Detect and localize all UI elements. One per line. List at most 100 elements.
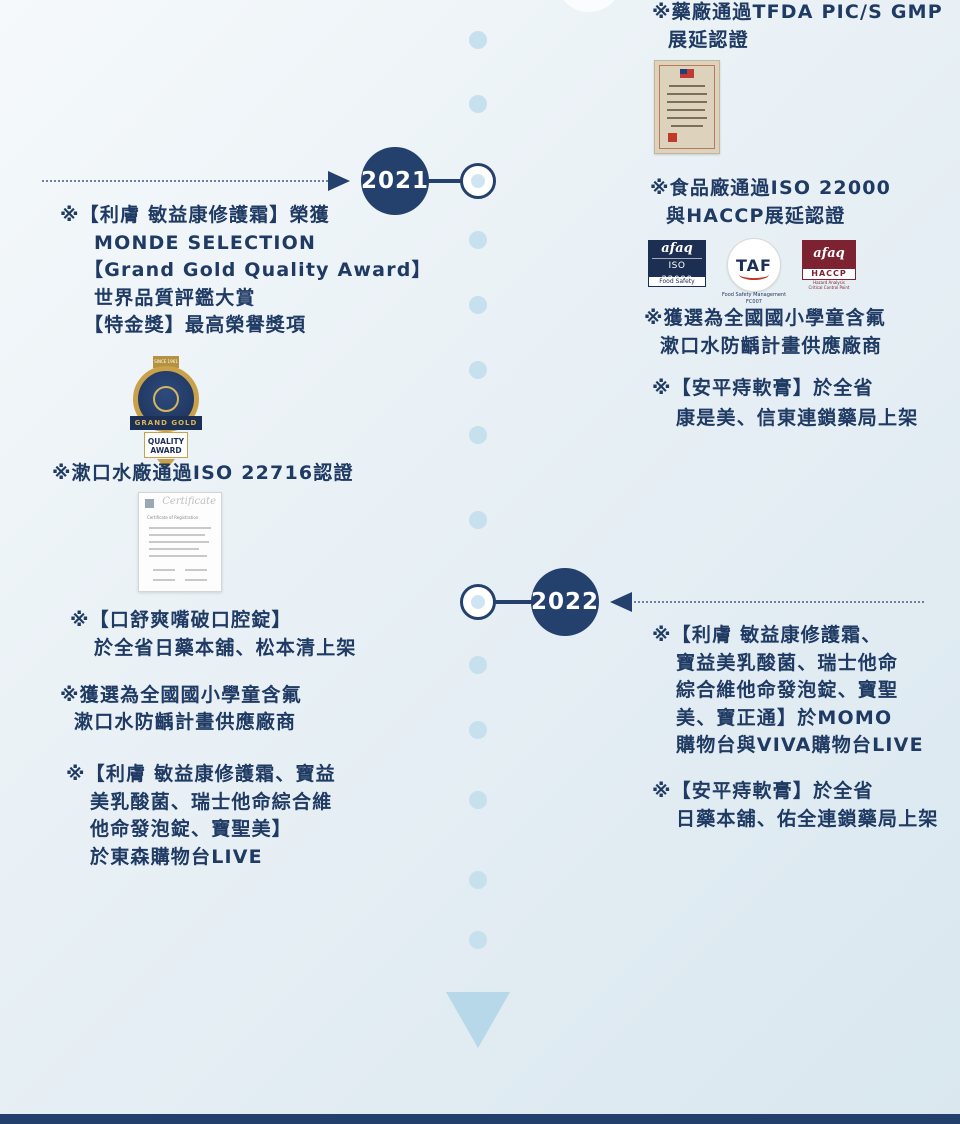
timeline-dot bbox=[469, 931, 487, 949]
food-safety-strip: Food Safety bbox=[648, 276, 706, 287]
event-iso22000-line2: 與HACCP展延認證 bbox=[666, 205, 846, 227]
certificate-text-line bbox=[669, 85, 705, 87]
certificate-text-line bbox=[153, 579, 175, 581]
medal-since-tab: SINCE 1961 bbox=[153, 356, 179, 368]
afaq-haccp-logo: afaq HACCP Hazard Analysis Critical Cont… bbox=[802, 240, 856, 290]
leader-line-2022 bbox=[634, 601, 924, 603]
event-etlive-line1: ※【利膚 敏益康修護霜、寶益 bbox=[66, 763, 336, 785]
event-fluoride-right-line1: ※獲選為全國國小學童含氟 bbox=[644, 307, 886, 329]
event-etlive-line3: 他命發泡錠、寶聖美】 bbox=[90, 818, 293, 840]
event-momo-line4: 美、寶正通】於MOMO bbox=[676, 707, 893, 729]
event-etlive-line4: 於東森購物台LIVE bbox=[90, 846, 263, 868]
event-monde-line3: 【Grand Gold Quality Award】 bbox=[84, 259, 432, 281]
certificate-text-line bbox=[667, 117, 707, 119]
iso22716-certificate-image: Certificate Certificate of Registration bbox=[138, 492, 222, 592]
certificate-text-line bbox=[149, 527, 211, 529]
event-iso22716-line1: ※漱口水廠通過ISO 22716認證 bbox=[52, 462, 354, 484]
event-anping-right-line2: 康是美、信東連鎖藥局上架 bbox=[676, 407, 919, 429]
timeline-dot bbox=[469, 31, 487, 49]
monde-selection-medal-image: SINCE 1961 GRAND GOLD QUALITY AWARD bbox=[130, 356, 202, 472]
event-monde-line1: ※【利膚 敏益康修護霜】榮獲 bbox=[60, 204, 330, 226]
certificate-title: Certificate bbox=[162, 496, 216, 507]
timeline-dot bbox=[469, 426, 487, 444]
timeline-dot bbox=[469, 791, 487, 809]
certificate-text-line bbox=[667, 93, 707, 95]
leader-line-2021 bbox=[42, 180, 328, 182]
timeline-dot bbox=[469, 656, 487, 674]
arrow-left-icon bbox=[610, 592, 632, 612]
medal-ribbon-tail bbox=[157, 459, 175, 470]
timeline-node-partial bbox=[556, 0, 622, 12]
event-oral-line1: ※【口舒爽嘴破口腔錠】 bbox=[70, 609, 292, 631]
timeline-dot bbox=[469, 296, 487, 314]
red-seal-icon bbox=[668, 133, 677, 142]
event-monde-line4: 世界品質評鑑大賞 bbox=[94, 287, 256, 309]
taiwan-flag-icon bbox=[680, 69, 694, 78]
event-iso22000-line1: ※食品廠通過ISO 22000 bbox=[650, 177, 892, 199]
timeline-node-2022 bbox=[460, 584, 496, 620]
timeline-dot bbox=[469, 871, 487, 889]
timeline-dot bbox=[469, 95, 487, 113]
event-fluoride-left-line1: ※獲選為全國國小學童含氟 bbox=[60, 684, 302, 706]
event-momo-line1: ※【利膚 敏益康修護霜、 bbox=[652, 624, 882, 646]
medal-grand-gold-banner: GRAND GOLD bbox=[130, 416, 202, 430]
year-label-2022: 2022 bbox=[531, 589, 600, 615]
afaq-logo-box: afaq ISO 22000 bbox=[648, 240, 706, 285]
medal-quality-text: QUALITY bbox=[147, 437, 185, 446]
certificate-text-line bbox=[149, 555, 207, 557]
timeline-node-inner bbox=[471, 595, 485, 609]
taf-caption-2: FC007 bbox=[746, 299, 762, 305]
year-badge-2022: 2022 bbox=[531, 568, 599, 636]
certificate-text-line bbox=[153, 569, 175, 571]
timeline-dot bbox=[469, 511, 487, 529]
taf-circle: TAF bbox=[727, 238, 781, 292]
certificate-text-line bbox=[185, 579, 207, 581]
event-tfda-line1: ※藥廠通過TFDA PIC/S GMP bbox=[652, 1, 943, 23]
certificate-text-line bbox=[185, 569, 207, 571]
event-tfda-line2: 展延認證 bbox=[668, 29, 749, 51]
certificate-text-line bbox=[149, 548, 199, 550]
timeline-dot bbox=[469, 361, 487, 379]
timeline-node-2021 bbox=[460, 163, 496, 199]
tfda-certificate-image bbox=[654, 60, 720, 154]
certificate-subtitle: Certificate of Registration bbox=[147, 515, 199, 520]
event-oral-line2: 於全省日藥本舖、松本清上架 bbox=[94, 637, 357, 659]
timeline-dot bbox=[469, 231, 487, 249]
certificate-text-line bbox=[149, 541, 209, 543]
medal-quality-award-box: QUALITY AWARD bbox=[144, 432, 188, 458]
certificate-text-line bbox=[667, 101, 707, 103]
haccp-strip: HACCP bbox=[802, 268, 856, 280]
event-fluoride-left-line2: 漱口水防齲計畫供應廠商 bbox=[74, 711, 297, 733]
afaq-logo-box: afaq bbox=[802, 240, 856, 268]
certificate-logo-square bbox=[145, 499, 154, 508]
event-anping-right-line1: ※【安平痔軟膏】於全省 bbox=[652, 377, 874, 399]
certificate-text-line bbox=[149, 534, 205, 536]
afaq-brand-text: afaq bbox=[661, 241, 693, 256]
haccp-caption-1: Hazard Analysis bbox=[813, 280, 845, 285]
event-momo-line3: 綜合維他命發泡錠、寶聖 bbox=[676, 679, 899, 701]
taf-brand-text: TAF bbox=[736, 255, 772, 275]
event-monde-line2: MONDE SELECTION bbox=[94, 232, 317, 254]
event-momo-line2: 寶益美乳酸菌、瑞士他命 bbox=[676, 652, 899, 674]
event-monde-line5: 【特金獎】最高榮譽獎項 bbox=[84, 314, 307, 336]
event-fluoride-right-line2: 漱口水防齲計畫供應廠商 bbox=[660, 335, 883, 357]
haccp-caption-2: Critical Control Point bbox=[808, 285, 850, 290]
year-label-2021: 2021 bbox=[361, 168, 430, 194]
event-anping-2022-line1: ※【安平痔軟膏】於全省 bbox=[652, 780, 874, 802]
event-anping-2022-line2: 日藥本舖、佑全連鎖藥局上架 bbox=[676, 808, 939, 830]
afaq-iso22000-logo: afaq ISO 22000 Food Safety bbox=[648, 240, 706, 287]
year-badge-2021: 2021 bbox=[361, 147, 429, 215]
event-momo-line5: 購物台與VIVA購物台LIVE bbox=[676, 734, 924, 756]
footer-bar bbox=[0, 1114, 960, 1124]
timeline-dot bbox=[469, 721, 487, 739]
event-etlive-line2: 美乳酸菌、瑞士他命綜合維 bbox=[90, 791, 333, 813]
timeline-node-inner bbox=[471, 174, 485, 188]
connector-2021 bbox=[424, 179, 464, 183]
certificate-text-line bbox=[667, 109, 705, 111]
afaq-brand-text: afaq bbox=[813, 246, 845, 261]
taf-caption-1: Food Safety Management bbox=[721, 292, 787, 298]
medal-award-text: AWARD bbox=[150, 446, 182, 455]
certificate-frame bbox=[659, 65, 715, 149]
taf-logo: TAF Food Safety Management FC007 bbox=[718, 238, 790, 306]
